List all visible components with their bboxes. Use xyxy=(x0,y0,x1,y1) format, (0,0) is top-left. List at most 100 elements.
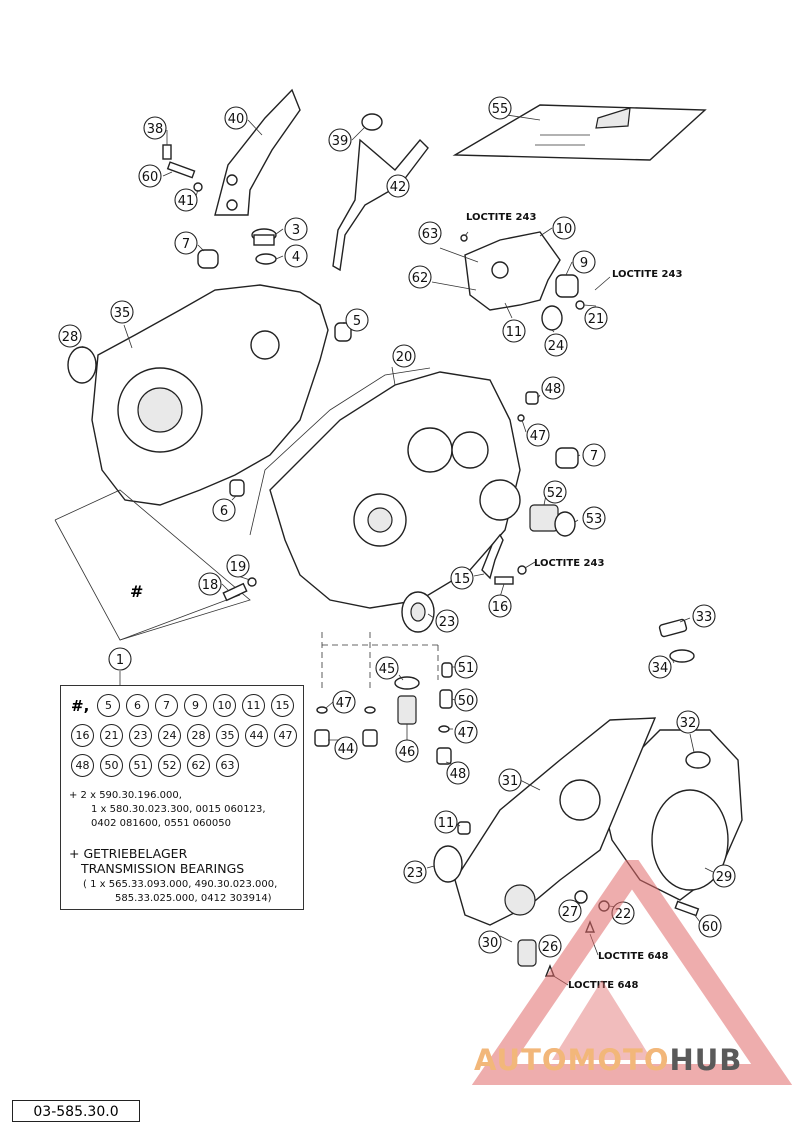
part-callout: 7 xyxy=(582,443,606,467)
callout-number: 55 xyxy=(492,102,509,117)
callout-number: 21 xyxy=(588,312,605,327)
callout-number: 47 xyxy=(458,726,475,741)
callout-circle xyxy=(454,688,478,712)
part-callout: 63 xyxy=(418,221,442,245)
loctite-label: LOCTITE 648 xyxy=(598,951,668,962)
callout-circle xyxy=(446,761,470,785)
kit-part-number: 24 xyxy=(158,724,181,747)
callout-circle xyxy=(108,647,132,671)
kit-note-line: 0402 081600, 0551 060050 xyxy=(91,818,231,829)
part-callout: 11 xyxy=(502,319,526,343)
part-callout: 20 xyxy=(392,344,416,368)
part-callout: 23 xyxy=(403,860,427,884)
kit-part-number: 9 xyxy=(184,694,207,717)
kit-part-number: 11 xyxy=(242,694,265,717)
callout-circle xyxy=(212,498,236,522)
callout-number: 23 xyxy=(407,866,424,881)
callout-number: 30 xyxy=(482,936,499,951)
watermark-inner-triangle xyxy=(552,980,652,1060)
right-crankcase xyxy=(269,371,521,609)
callout-circle xyxy=(334,736,358,760)
callout-number: 31 xyxy=(502,774,519,789)
callout-circle xyxy=(558,899,582,923)
loctite-labels: LOCTITE 243 LOCTITE 243 LOCTITE 243 LOCT… xyxy=(466,212,682,991)
callout-circle xyxy=(345,308,369,332)
part-callout: 19 xyxy=(226,554,250,578)
part-callout: 6 xyxy=(212,498,236,522)
callout-circle xyxy=(418,221,442,245)
part-callout: 45 xyxy=(375,656,399,680)
callout-number: 10 xyxy=(556,222,573,237)
callout-number: 16 xyxy=(492,600,509,615)
kit-part-number: 48 xyxy=(71,754,94,777)
callout-circle xyxy=(676,710,700,734)
kit-part-number: 47 xyxy=(274,724,297,747)
callout-number: 23 xyxy=(439,615,456,630)
oil-pump-body xyxy=(464,231,561,311)
callout-circle xyxy=(538,934,562,958)
ignition-cover xyxy=(454,717,657,926)
callout-circle xyxy=(552,216,576,240)
callout-circle xyxy=(284,217,308,241)
callout-circle xyxy=(712,864,736,888)
callout-number: 45 xyxy=(379,662,396,677)
callout-number: 28 xyxy=(62,330,79,345)
callout-circle xyxy=(392,344,416,368)
kit-part-number: 35 xyxy=(216,724,239,747)
callout-number: 32 xyxy=(680,716,697,731)
callout-circle xyxy=(526,423,550,447)
callout-number: 41 xyxy=(178,194,195,209)
callout-number: 60 xyxy=(702,920,719,935)
part-callout: 32 xyxy=(676,710,700,734)
part-callout: 4 xyxy=(284,244,308,268)
kit-part-number: 15 xyxy=(271,694,294,717)
part-callout: 10 xyxy=(552,216,576,240)
kit-part-number: 50 xyxy=(100,754,123,777)
part-callout: 48 xyxy=(541,376,565,400)
gear-title-line: + GETRIEBELAGER xyxy=(69,846,188,861)
callout-circle xyxy=(375,656,399,680)
part-drawings xyxy=(54,88,743,977)
gear-bearings-parts: ( 1 x 565.33.093.000, 490.30.023.000, 58… xyxy=(83,878,277,906)
part-callout: 46 xyxy=(395,739,419,763)
callout-circle xyxy=(544,333,568,357)
part-callout: 51 xyxy=(454,655,478,679)
part-callout: 35 xyxy=(110,300,134,324)
kit-part-number: 51 xyxy=(129,754,152,777)
guard-bracket xyxy=(214,88,301,216)
kit-part-number: 6 xyxy=(126,694,149,717)
part-callout: 40 xyxy=(224,106,248,130)
part-callout: 7 xyxy=(174,231,198,255)
callout-number: 7 xyxy=(590,449,598,464)
cable-guide xyxy=(332,138,429,272)
part-callout: 16 xyxy=(488,594,512,618)
kit-part-number: 23 xyxy=(129,724,152,747)
part-callout: 41 xyxy=(174,188,198,212)
callout-number: 62 xyxy=(412,271,429,286)
watermark-triangle xyxy=(472,860,792,1085)
callout-number: 19 xyxy=(230,560,247,575)
callout-circle xyxy=(284,244,308,268)
callout-number: 11 xyxy=(506,325,523,340)
callout-number: 33 xyxy=(696,610,713,625)
callout-number: 44 xyxy=(338,742,355,757)
callout-circle xyxy=(198,572,222,596)
callout-number: 5 xyxy=(353,314,361,329)
part-callout: 44 xyxy=(334,736,358,760)
callout-circle xyxy=(478,930,502,954)
gasket-set-mark: # xyxy=(130,582,144,601)
manual-sheet xyxy=(452,104,707,161)
callout-number: 34 xyxy=(652,661,669,676)
callout-circle xyxy=(434,810,458,834)
kit-note-line: 1 x 580.30.023.300, 0015 060123, xyxy=(91,804,266,815)
callout-circle xyxy=(58,324,82,348)
callout-number: 1 xyxy=(116,653,124,668)
gear-bearings-title: + GETRIEBELAGER TRANSMISSION BEARINGS xyxy=(69,846,244,876)
callout-number: 7 xyxy=(182,237,190,252)
callout-circle xyxy=(488,594,512,618)
part-callout: 62 xyxy=(408,265,432,289)
